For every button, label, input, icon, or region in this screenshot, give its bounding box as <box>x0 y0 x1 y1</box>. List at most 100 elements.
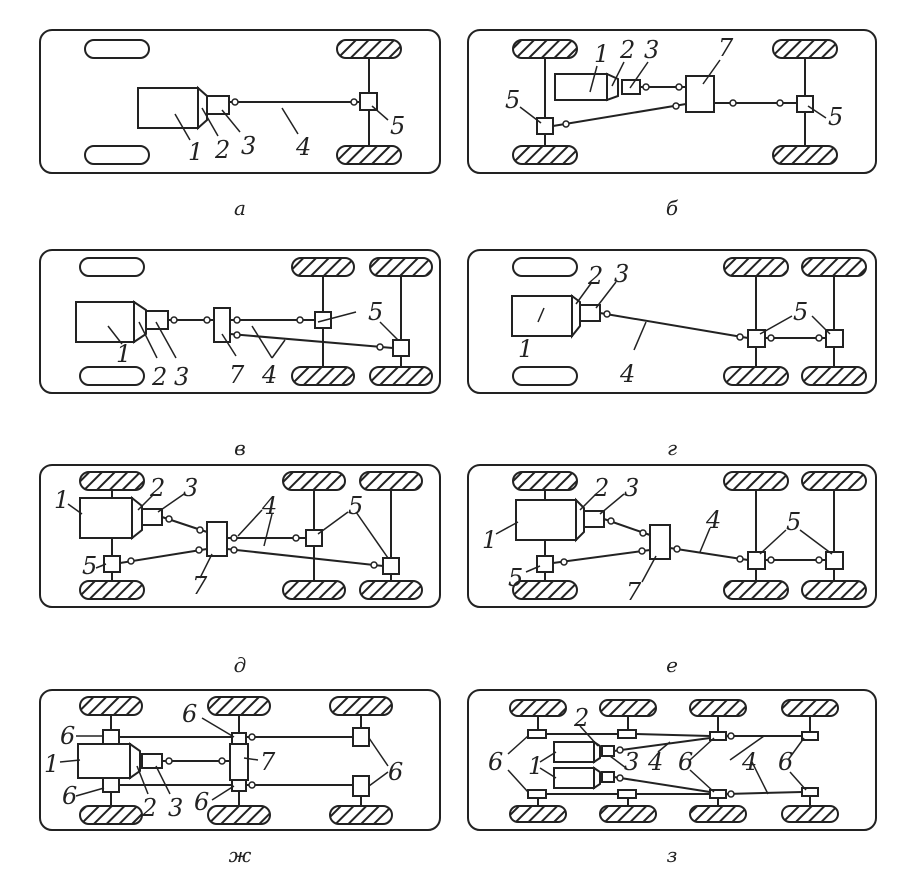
final-drive <box>536 555 554 573</box>
label: 3 <box>174 363 189 391</box>
leader <box>579 725 599 747</box>
leader <box>689 769 715 793</box>
label: 3 <box>241 132 256 160</box>
joint <box>195 546 203 554</box>
joint <box>616 774 624 782</box>
transfer-case <box>685 75 715 113</box>
wheel-reducer <box>801 731 819 741</box>
joint <box>233 331 241 339</box>
leader <box>589 65 598 93</box>
leader <box>575 281 593 305</box>
wheel-driven <box>723 580 789 600</box>
joint <box>815 334 823 342</box>
label: 2 <box>619 36 635 64</box>
label: 2 <box>587 262 603 290</box>
leader <box>759 315 793 335</box>
leader <box>525 565 541 573</box>
wheel-driven <box>801 257 867 277</box>
leader <box>211 785 235 801</box>
leader <box>641 555 657 583</box>
wheel-driven <box>359 580 423 600</box>
leader <box>609 755 627 769</box>
engine <box>553 741 595 763</box>
shaft <box>552 549 651 564</box>
panel-frame <box>467 249 877 394</box>
wheel-driven <box>282 580 346 600</box>
joint <box>230 546 238 554</box>
leader <box>539 751 557 763</box>
leader <box>595 281 617 309</box>
joint <box>248 733 256 741</box>
joint <box>767 556 775 564</box>
leader <box>495 521 519 535</box>
leader <box>368 737 389 767</box>
leader <box>371 105 389 121</box>
wheel-reducer <box>617 789 637 799</box>
leader <box>807 105 827 119</box>
joint <box>218 757 226 765</box>
engine <box>554 73 608 101</box>
leader <box>507 769 529 793</box>
leader <box>155 765 171 795</box>
panel-d: 1 2 3 4 5 5 7 <box>39 464 441 608</box>
joint <box>815 556 823 564</box>
leader <box>729 735 765 761</box>
label: 4 <box>261 492 277 520</box>
leader <box>199 553 213 579</box>
label: 5 <box>82 552 97 580</box>
label: 1 <box>54 486 69 514</box>
joint <box>727 732 735 740</box>
joint <box>639 529 647 537</box>
label: 2 <box>141 794 157 822</box>
wheel-driven <box>359 471 423 491</box>
engine <box>75 301 135 343</box>
leader <box>507 735 529 755</box>
label: 6 <box>678 748 693 776</box>
panel-letter: б <box>666 196 679 220</box>
wheel-driven <box>79 696 143 716</box>
label: 4 <box>647 748 663 776</box>
clutch <box>575 497 585 543</box>
leader <box>379 321 399 341</box>
shaft <box>226 548 384 567</box>
leader <box>519 106 542 124</box>
joint <box>296 316 304 324</box>
joint <box>370 561 378 569</box>
label: 2 <box>573 704 589 732</box>
leader <box>221 333 237 357</box>
leader <box>799 529 833 555</box>
label: 7 <box>192 572 208 600</box>
leader <box>271 339 286 359</box>
joint <box>729 99 737 107</box>
label: 5 <box>390 112 405 140</box>
leader <box>237 509 263 537</box>
leader <box>136 765 149 795</box>
wheel-outline <box>512 257 578 277</box>
label: 6 <box>60 722 75 750</box>
wheel-driven <box>329 696 393 716</box>
shaft <box>613 776 711 793</box>
panel-frame <box>39 464 441 608</box>
label: 4 <box>261 361 277 389</box>
leader <box>355 511 389 559</box>
leader <box>789 771 807 791</box>
wheel-reducer <box>617 729 637 739</box>
joint <box>727 790 735 798</box>
engine <box>79 497 133 539</box>
joint <box>233 316 241 324</box>
wheel-driven <box>207 805 271 825</box>
wheel-reducer <box>102 777 120 793</box>
leader <box>539 767 557 779</box>
leader <box>759 529 787 555</box>
joint <box>127 557 135 565</box>
label: 6 <box>388 758 403 786</box>
label: 6 <box>182 700 197 728</box>
wheel-reducer <box>231 732 247 745</box>
wheel-driven <box>772 39 838 59</box>
wheel-driven <box>291 257 355 277</box>
joint <box>736 333 744 341</box>
label: 6 <box>778 748 793 776</box>
leader <box>537 307 545 323</box>
wheel-driven <box>689 805 747 823</box>
